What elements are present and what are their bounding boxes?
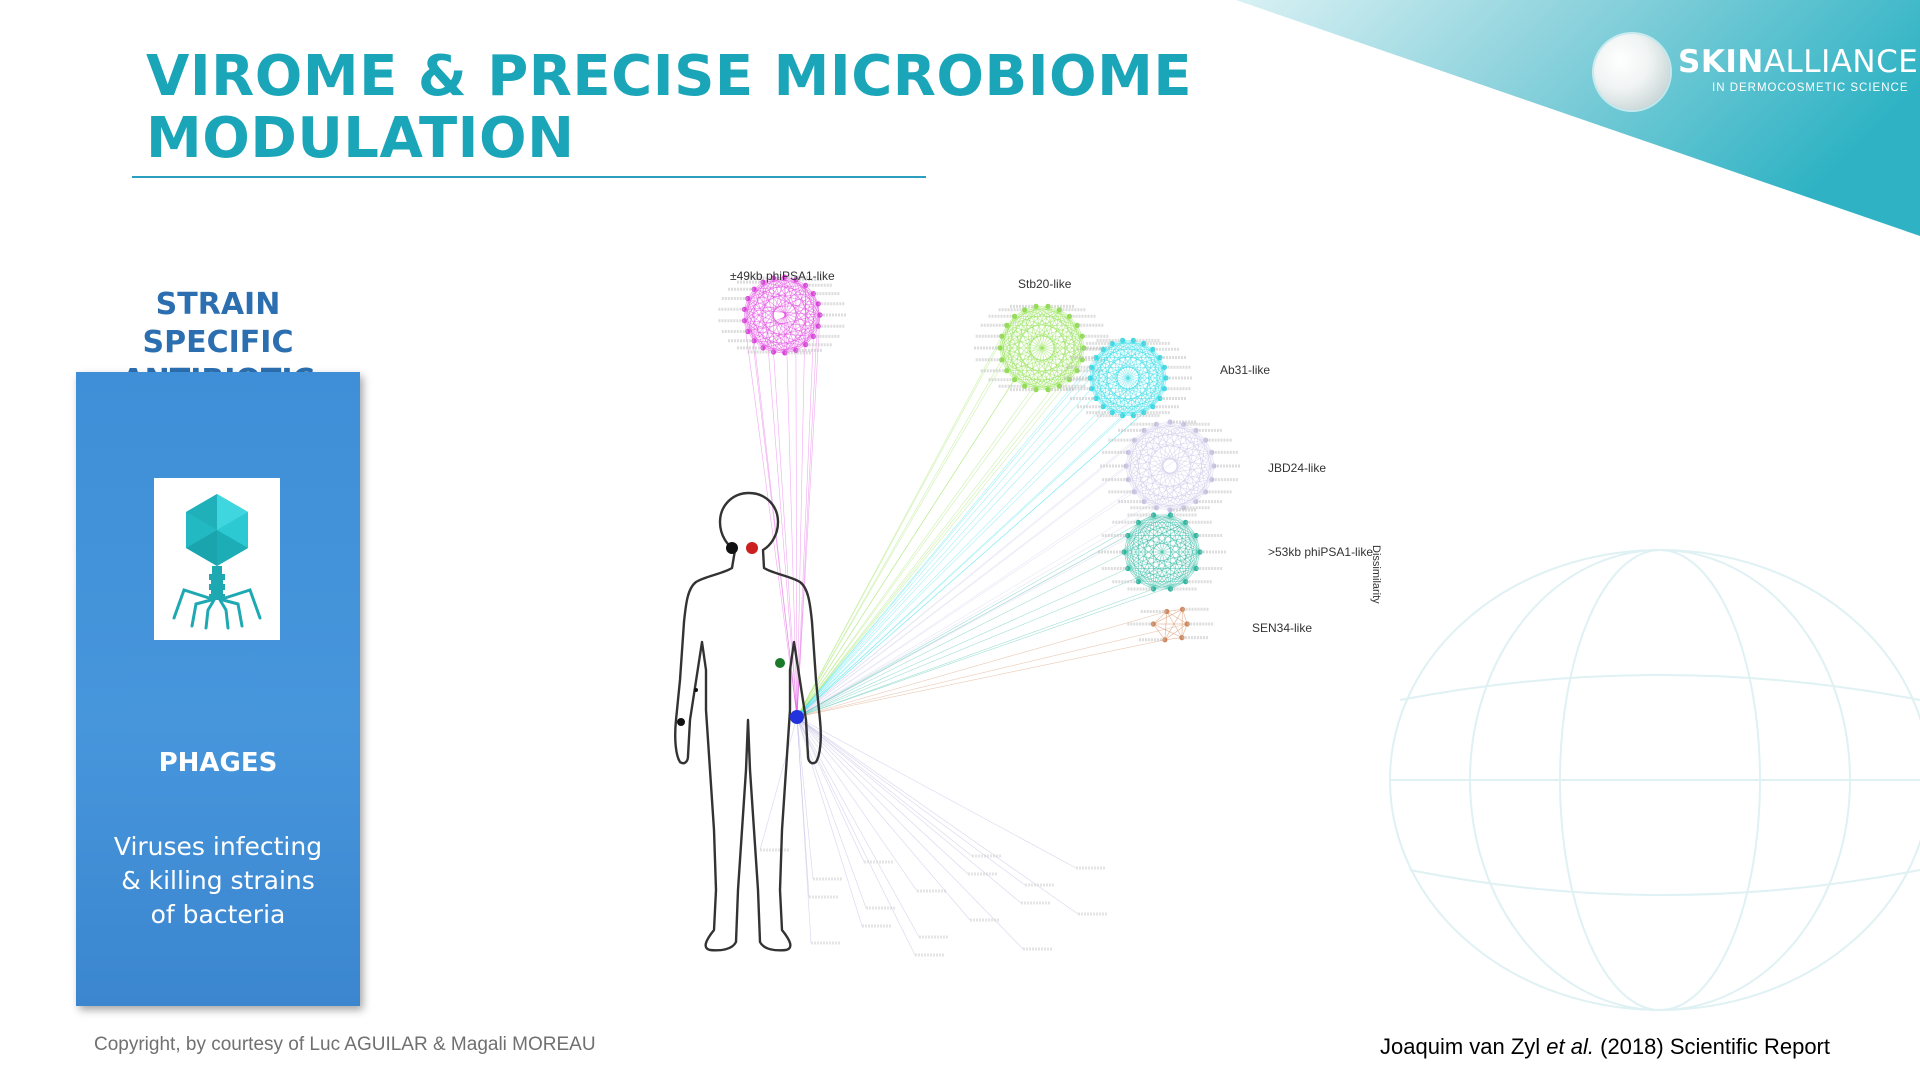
network-edge [797,515,1154,717]
phages-description: Viruses infecting & killing strains of b… [86,830,350,932]
cluster-label: ±49kb phiPSA1-like [730,269,835,283]
logo-name-rest: ALLIANCE [1764,44,1919,80]
citation-author: Joaquim van Zyl [1380,1034,1546,1059]
network-edge [797,466,1214,717]
network-edge [797,371,1077,717]
body-site-marker [726,542,738,554]
cluster-labels: ±49kb phiPSA1-likeStb20-likeAb31-likeJBD… [730,269,1373,635]
network-edge [797,492,1134,717]
network-edge [797,407,1103,717]
cluster-edge [754,278,773,341]
body-site-marker [694,688,698,692]
body-site-marker [677,718,685,726]
logo-orb-icon [1594,34,1670,110]
cluster-label: >53kb phiPSA1-like [1268,545,1373,559]
cluster-3 [1100,419,1240,512]
network-edge [797,717,972,856]
network-edge [797,536,1128,718]
phages-title: PHAGES [76,748,360,778]
cluster-edge [1144,440,1206,502]
network-edge [797,315,820,717]
body-site-marker [790,710,804,724]
phage-network-diagram: ±49kb phiPSA1-likeStb20-likeAb31-likeJBD… [640,250,1400,980]
logo-name-bold: SKIN [1678,44,1764,80]
network-edge [797,717,1078,914]
network-edge [760,717,797,850]
dissimilarity-axis-label: Dissimilarity [1370,545,1382,604]
cluster-5 [1127,607,1213,643]
network-edge [797,389,1092,717]
cluster-edge [754,289,773,352]
network-edge [748,299,797,718]
cluster-edge [1182,609,1183,637]
network-edge [797,717,1023,949]
skinalliance-logo: SKINALLIANCE IN DERMOCOSMETIC SCIENCE [1590,30,1900,120]
cluster-edge [744,282,763,309]
cluster-label: JBD24-like [1268,461,1326,475]
phages-desc-line-1: Viruses infecting [114,832,322,861]
citation-etal: et al. [1546,1034,1594,1059]
title-line-2: MODULATION [146,106,574,171]
network-edge [797,624,1187,717]
body-site-marker [746,542,758,554]
network-edge [797,717,917,891]
cluster-label: SEN34-like [1252,621,1312,635]
network-edge [797,413,1144,717]
citation-rest: (2018) Scientific Report [1594,1034,1830,1059]
title-underline [132,176,926,178]
network-edge [797,612,1167,718]
cluster-edge [1165,612,1167,640]
network-edge [797,717,915,955]
card-heading-line-1: STRAIN SPECIFIC [143,287,294,360]
network-edge [797,306,1036,717]
cluster-2 [1064,338,1192,418]
body-site-markers [677,542,804,726]
network-edge [797,360,1002,717]
network-edge [797,424,1156,717]
phages-desc-line-3: of bacteria [151,900,286,929]
network-edge [797,416,1123,717]
citation: Joaquim van Zyl et al. (2018) Scientific… [1380,1034,1830,1060]
network-edge [797,386,1059,717]
network-edge [797,717,970,920]
phage-image-frame [154,478,280,640]
network-edges [744,277,1214,955]
cluster-0 [718,275,846,356]
cluster-label: Stb20-like [1018,277,1072,291]
network-edge [797,336,813,717]
copyright-note: Copyright, by courtesy of Luc AGUILAR & … [94,1034,596,1056]
phages-desc-line-2: & killing strains [121,866,315,895]
network-edge [797,717,1025,885]
body-site-marker [775,658,785,668]
logo-subtitle: IN DERMOCOSMETIC SCIENCE [1712,82,1909,94]
bacteriophage-icon [154,478,280,640]
cluster-label: Ab31-like [1220,363,1270,377]
logo-name: SKINALLIANCE [1678,44,1918,80]
slide-title: VIROME & PRECISE MICROBIOME MODULATION [146,46,1192,170]
title-line-1: VIROME & PRECISE MICROBIOME [146,44,1192,109]
phages-card: PHAGES Viruses infecting & killing strai… [76,372,360,1006]
